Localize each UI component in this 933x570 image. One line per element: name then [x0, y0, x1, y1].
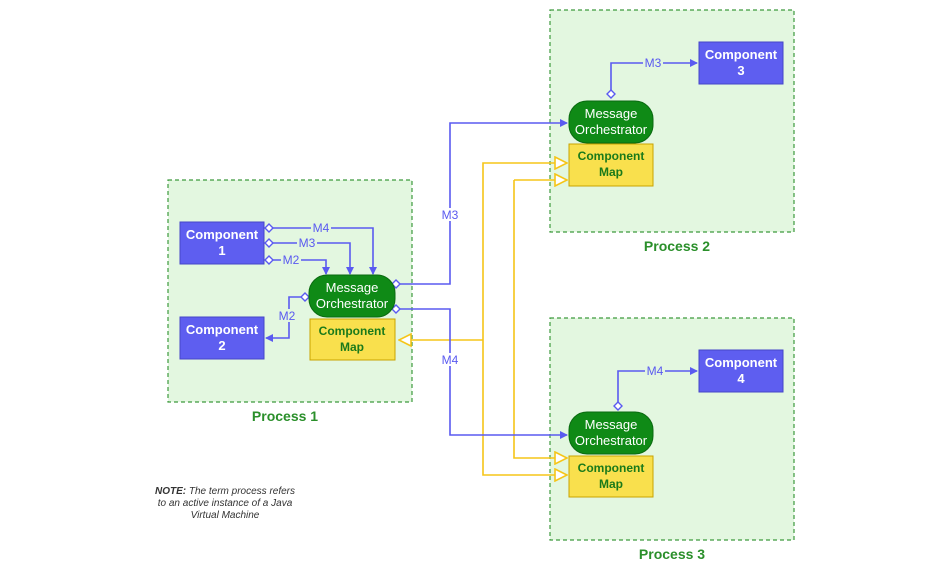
component-map-sync-lines: [399, 163, 567, 475]
component-4-number: 4: [737, 371, 745, 386]
m3-label: M3: [645, 56, 662, 70]
orchestrator-3: Message Orchestrator: [568, 411, 654, 455]
component-4: Component 4: [698, 349, 784, 393]
orchestrator-2-line1: Message: [585, 106, 638, 121]
component-map-2-line2: Map: [599, 165, 623, 179]
m4-line-orch3-to-c4: [617, 367, 698, 406]
component-2-number: 2: [218, 338, 225, 353]
m2-label: M2: [283, 253, 300, 267]
m4-line-orch1-to-orch3: [396, 308, 568, 439]
orchestrator-1-line1: Message: [326, 280, 379, 295]
component-map-1-line2: Map: [340, 340, 364, 354]
m4-label: M4: [647, 364, 664, 378]
component-map-3-line1: Component: [578, 461, 645, 475]
component-map-2: Component Map: [568, 143, 654, 187]
m3-line-orch2-to-c3: [610, 59, 698, 96]
map-sync-to-process-2-a: [482, 163, 567, 340]
process-2-label: Process 2: [644, 238, 710, 254]
orchestrator-2-line2: Orchestrator: [575, 122, 648, 137]
note-text: NOTE: The term process refers to an acti…: [150, 486, 300, 522]
process-1-label: Process 1: [252, 408, 318, 424]
orchestrator-1-line2: Orchestrator: [316, 296, 389, 311]
component-2: Component 2: [179, 316, 265, 360]
component-2-title: Component: [186, 322, 259, 337]
diamond-icon: [613, 401, 623, 411]
note-body: The term process refers to an active ins…: [157, 486, 296, 521]
diamond-icon: [264, 255, 274, 265]
message-lines: [264, 59, 698, 439]
m2-label: M2: [279, 309, 296, 323]
component-3-number: 3: [737, 63, 744, 78]
diamond-icon: [606, 89, 616, 99]
orchestrator-3-line1: Message: [585, 417, 638, 432]
component-4-title: Component: [705, 355, 778, 370]
m3-line-c1-to-orch1: [269, 242, 354, 275]
m4-line-c1-to-orch1: [269, 227, 377, 275]
diamond-icon: [264, 223, 274, 233]
component-1-title: Component: [186, 227, 259, 242]
m4-label: M4: [442, 353, 459, 367]
m3-label: M3: [442, 208, 459, 222]
m3-label: M3: [299, 236, 316, 250]
process-3-label: Process 3: [639, 546, 705, 562]
message-labels: M4 M3 M2 M2 M3 M4 M3 M4: [277, 56, 665, 378]
orchestrator-1: Message Orchestrator: [308, 274, 396, 318]
component-3: Component 3: [698, 41, 784, 85]
orchestrator-3-line2: Orchestrator: [575, 433, 648, 448]
m3-line-orch1-to-orch2: [396, 119, 568, 285]
component-map-3-line2: Map: [599, 477, 623, 491]
diamond-icon: [264, 238, 274, 248]
diamond-icon: [391, 304, 401, 314]
component-map-2-line1: Component: [578, 149, 645, 163]
component-1-number: 1: [218, 243, 225, 258]
component-map-1-line1: Component: [319, 324, 386, 338]
m4-label: M4: [313, 221, 330, 235]
component-map-3: Component Map: [568, 455, 654, 498]
note-label: NOTE:: [154, 486, 187, 497]
map-sync-to-process-3-b: [513, 180, 567, 458]
map-sync-to-process-3-a: [482, 340, 567, 475]
component-3-title: Component: [705, 47, 778, 62]
component-1: Component 1: [179, 221, 265, 265]
component-map-1: Component Map: [309, 318, 396, 361]
orchestrator-2: Message Orchestrator: [568, 100, 654, 144]
